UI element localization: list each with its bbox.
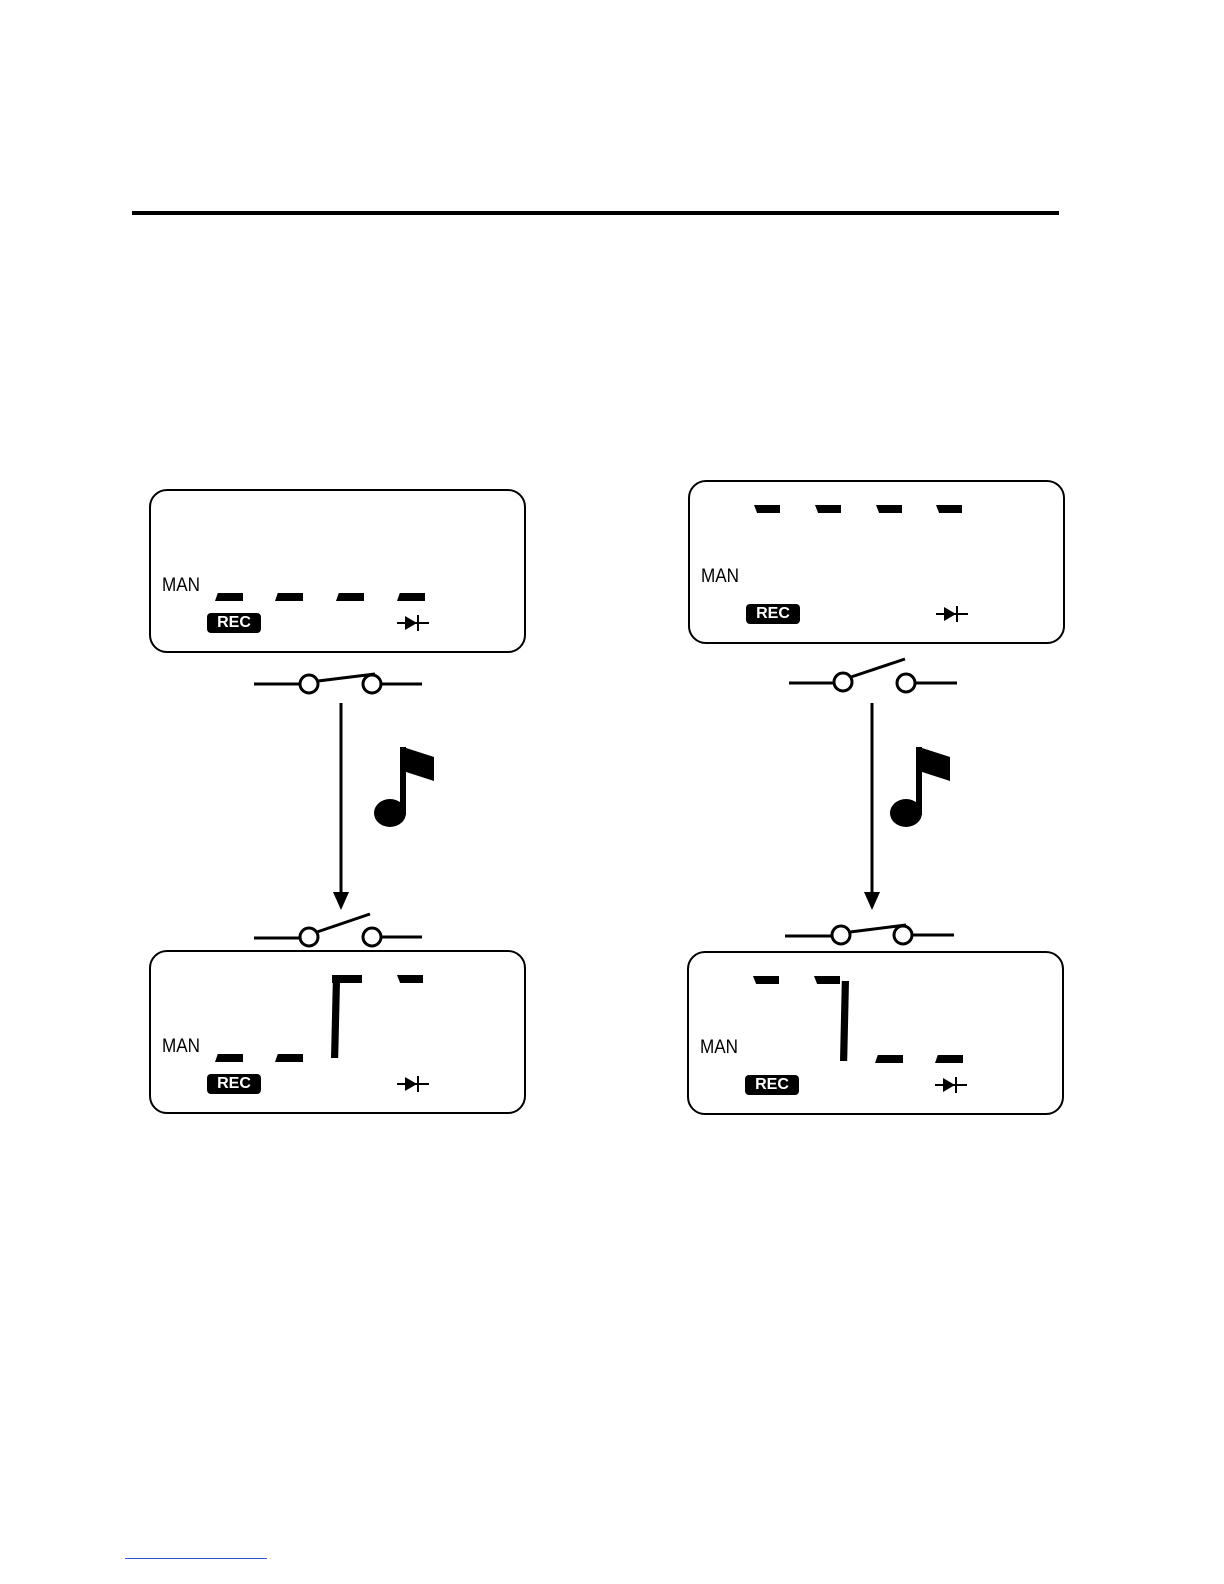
down-arrow-icon — [333, 703, 349, 910]
music-note-icon — [890, 747, 950, 827]
bottom-link-underline — [125, 1558, 267, 1559]
switch-open-icon — [789, 659, 957, 692]
music-note-icon — [374, 747, 434, 827]
switch-open-icon — [254, 914, 422, 946]
switch-closed-icon — [785, 925, 954, 944]
switch-closed-icon — [254, 674, 422, 693]
down-arrow-icon — [864, 703, 880, 910]
